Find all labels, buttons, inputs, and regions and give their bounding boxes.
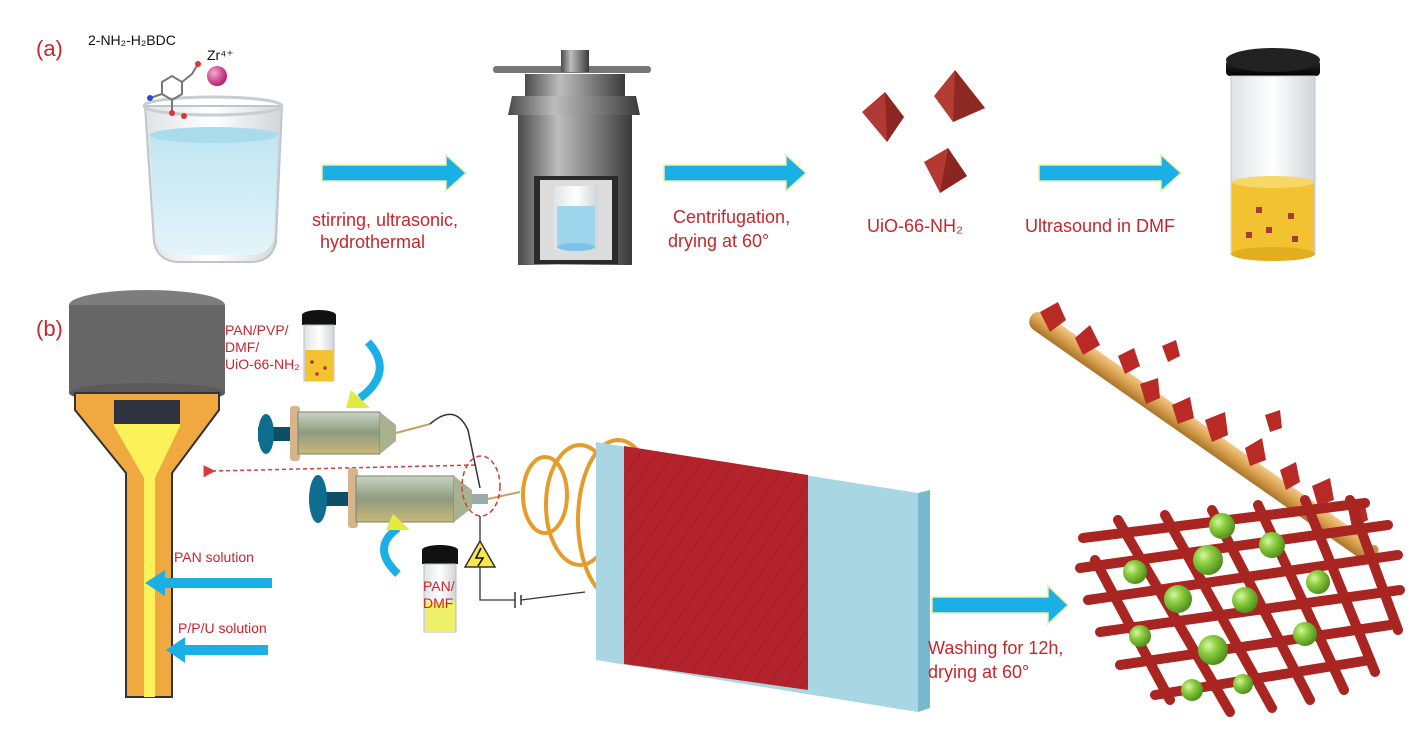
spinneret-icon	[69, 290, 225, 698]
pan-solution-label: PAN solution	[174, 549, 254, 565]
curved-arrow-top-head	[346, 390, 370, 408]
core-vial-label-1: PAN/	[423, 578, 455, 594]
high-voltage-icon	[463, 516, 586, 608]
shell-solution-vial-icon	[302, 310, 336, 382]
reagent-zr-label: Zr⁴⁺	[207, 47, 234, 63]
nozzle-highlight	[461, 455, 501, 517]
feed-tube	[429, 413, 481, 489]
core-solution-vial-icon	[422, 545, 458, 633]
panel-a-label: (a)	[36, 36, 63, 61]
syringe-top-icon	[258, 406, 431, 461]
ppu-solution-label: P/P/U solution	[178, 620, 267, 636]
crystal-icon	[862, 70, 985, 193]
curved-arrow-bottom-head	[386, 514, 410, 530]
beaker-icon	[142, 95, 284, 263]
curved-arrow-top	[357, 339, 384, 402]
process-arrow-b	[931, 584, 1070, 626]
vial-icon	[1226, 48, 1320, 261]
shell-vial-label-2: DMF/	[225, 339, 260, 355]
syringe-bottom-icon	[309, 468, 521, 528]
shell-vial-label-1: PAN/PVP/	[225, 322, 289, 338]
feed-arrows	[145, 570, 272, 663]
reagent-linker-label: 2-NH₂-H₂BDC	[88, 32, 176, 48]
collector-plate	[596, 442, 930, 712]
molecule-icon	[147, 61, 201, 119]
dashed-arrow	[203, 464, 476, 478]
process-arrows-a	[321, 153, 1183, 193]
zr-ion-icon	[207, 66, 227, 86]
final-step-line-1: Washing for 12h,	[928, 638, 1064, 658]
panel-b-label: (b)	[36, 316, 63, 341]
step-2-line-1: Centrifugation,	[673, 207, 791, 227]
step-3-label: Ultrasound in DMF	[1025, 216, 1176, 236]
autoclave-icon	[493, 50, 651, 265]
mesh-network-icon	[1075, 495, 1405, 717]
core-vial-label-2: DMF	[423, 595, 454, 611]
step-1-line-1: stirring, ultrasonic,	[312, 210, 459, 230]
product-label: UiO-66-NH₂	[867, 216, 963, 236]
step-1-line-2: hydrothermal	[320, 232, 426, 252]
shell-vial-label-3: UiO-66-NH₂	[225, 356, 300, 372]
step-2-line-2: drying at 60°	[668, 231, 770, 251]
curved-arrow-bottom	[380, 524, 401, 577]
final-step-line-2: drying at 60°	[928, 662, 1030, 682]
